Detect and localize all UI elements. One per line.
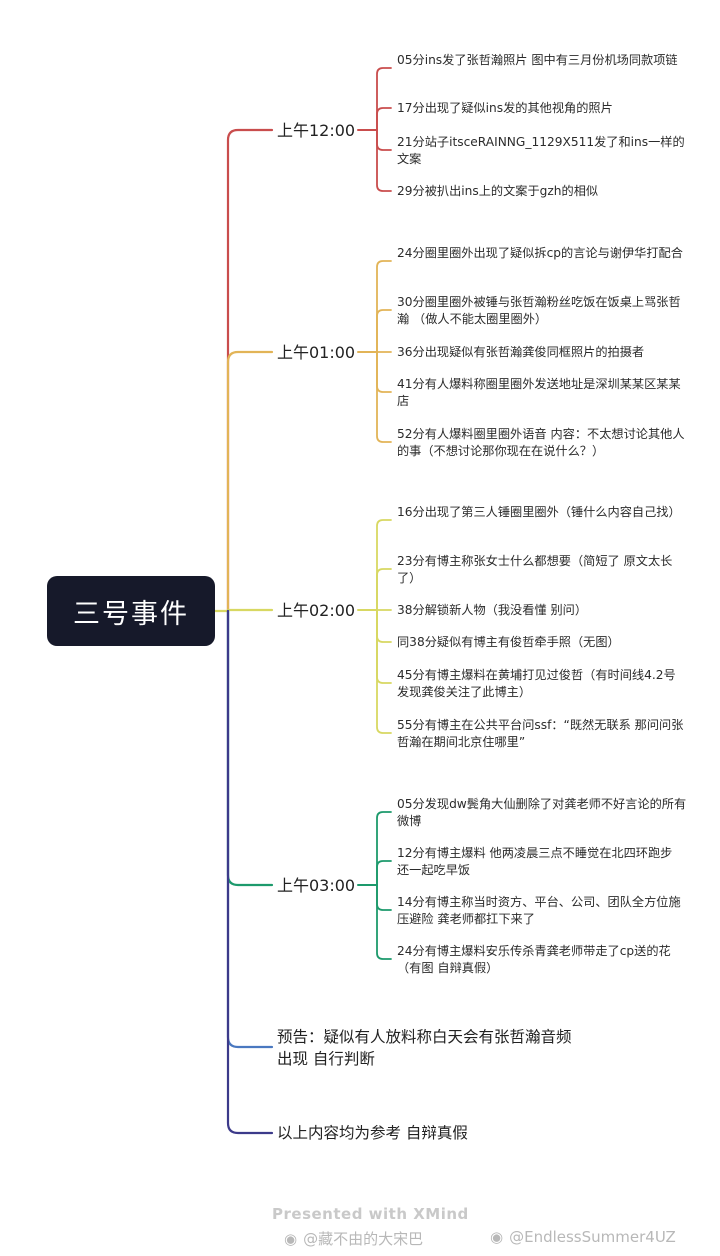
leaf-4-3[interactable]: 14分有博主称当时资方、平台、公司、团队全方位施压避险 龚老师都扛下来了 — [397, 895, 681, 926]
leaf-1-4[interactable]: 29分被扒出ins上的文案于gzh的相似 — [397, 184, 599, 198]
leaf-connector-2-2 — [376, 309, 392, 353]
leaf-3-3[interactable]: 38分解锁新人物（我没看懂 别问） — [397, 603, 588, 617]
leaf-2-2[interactable]: 30分圈里圈外被锤与张哲瀚粉丝吃饭在饭桌上骂张哲瀚 （做人不能太圈里圈外） — [397, 295, 681, 326]
branch-time-2[interactable]: 上午01:00 — [277, 343, 356, 362]
watermark-2-text: @EndlessSummer4UZ — [509, 1228, 676, 1246]
branch-connector-1 — [226, 128, 274, 613]
note-connector-2 — [226, 609, 274, 1135]
branch-time-4[interactable]: 上午03:00 — [277, 876, 356, 895]
leaf-2-5[interactable]: 52分有人爆料圈里圈外语音 内容：不太想讨论其他人的事（不想讨论那你现在在说什么… — [397, 427, 685, 458]
leaf-4-4[interactable]: 24分有博主爆料安乐传杀青龚老师带走了cp送的花（有图 自辩真假） — [397, 944, 671, 975]
leaf-connector-1-2 — [376, 107, 392, 131]
note-disclaimer[interactable]: 以上内容均为参考 自辩真假 — [277, 1124, 468, 1142]
leaf-1-2[interactable]: 17分出现了疑似ins发的其他视角的照片 — [397, 101, 613, 115]
leaf-3-4[interactable]: 同38分疑似有博主有俊哲牵手照（无图） — [397, 635, 620, 649]
leaf-3-6[interactable]: 55分有博主在公共平台问ssf：“既然无联系 那问问张哲瀚在期间北京住哪里” — [397, 718, 684, 749]
note-connector-1 — [226, 609, 274, 1049]
leaf-connector-3-4 — [376, 609, 392, 643]
branch-connector-4 — [226, 609, 274, 887]
branch-time-3[interactable]: 上午02:00 — [277, 601, 356, 620]
watermark-2: ◉ @EndlessSummer4UZ — [490, 1228, 676, 1246]
leaf-connector-3-1 — [376, 519, 392, 611]
note-preview[interactable]: 预告：疑似有人放料称白天会有张哲瀚音频出现 自行判断 — [277, 1028, 572, 1068]
leaf-connector-4-4 — [376, 884, 392, 960]
leaf-connector-1-4 — [376, 129, 392, 192]
leaf-connector-4-2 — [376, 860, 392, 886]
weibo-icon: ◉ — [490, 1228, 504, 1246]
leaf-connector-2-1 — [376, 260, 392, 353]
leaf-connector-4-1 — [376, 811, 392, 886]
leaf-connector-2-5 — [376, 351, 392, 443]
leaf-connector-4-3 — [376, 884, 392, 911]
leaf-1-3[interactable]: 21分站子itsceRAINNG_1129X511发了和ins一样的文案 — [397, 135, 685, 166]
leaf-connector-3-5 — [376, 609, 392, 684]
leaf-4-2[interactable]: 12分有博主爆料 他两凌晨三点不睡觉在北四环跑步 还一起吃早饭 — [397, 846, 673, 877]
leaf-1-1[interactable]: 05分ins发了张哲瀚照片 图中有三月份机场同款项链 — [397, 53, 678, 67]
leaf-3-1[interactable]: 16分出现了第三人锤圈里圈外（锤什么内容自己找） — [397, 505, 681, 519]
leaf-2-3[interactable]: 36分出现疑似有张哲瀚龚俊同框照片的拍摄者 — [397, 345, 645, 359]
leaf-connector-3-2 — [376, 568, 392, 611]
leaf-3-5[interactable]: 45分有博主爆料在黄埔打见过俊哲（有时间线4.2号 发现龚俊关注了此博主） — [397, 668, 676, 699]
branch-time-1[interactable]: 上午12:00 — [277, 121, 356, 140]
leaf-2-4[interactable]: 41分有人爆料称圈里圈外发送地址是深圳某某区某某店 — [397, 377, 681, 408]
leaf-connector-1-1 — [376, 67, 392, 131]
leaf-3-2[interactable]: 23分有博主称张女士什么都想要（简短了 原文太长了） — [397, 554, 673, 585]
leaf-2-1[interactable]: 24分圈里圈外出现了疑似拆cp的言论与谢伊华打配合 — [397, 246, 683, 260]
root-topic[interactable]: 三号事件 — [47, 576, 215, 646]
leaf-connector-2-4 — [376, 351, 392, 393]
leaf-connector-3-6 — [376, 609, 392, 734]
leaf-connector-1-3 — [376, 129, 392, 151]
weibo-icon: ◉ — [284, 1229, 298, 1248]
branch-connector-2 — [226, 350, 274, 613]
leaf-4-1[interactable]: 05分发现dw鬓角大仙删除了对龚老师不好言论的所有微博 — [397, 797, 687, 828]
watermark-1-text: @藏不由的大宋巴 — [303, 1230, 424, 1248]
xmind-footer: Presented with XMind — [272, 1205, 469, 1223]
watermark-1: ◉ @藏不由的大宋巴 — [284, 1228, 423, 1249]
